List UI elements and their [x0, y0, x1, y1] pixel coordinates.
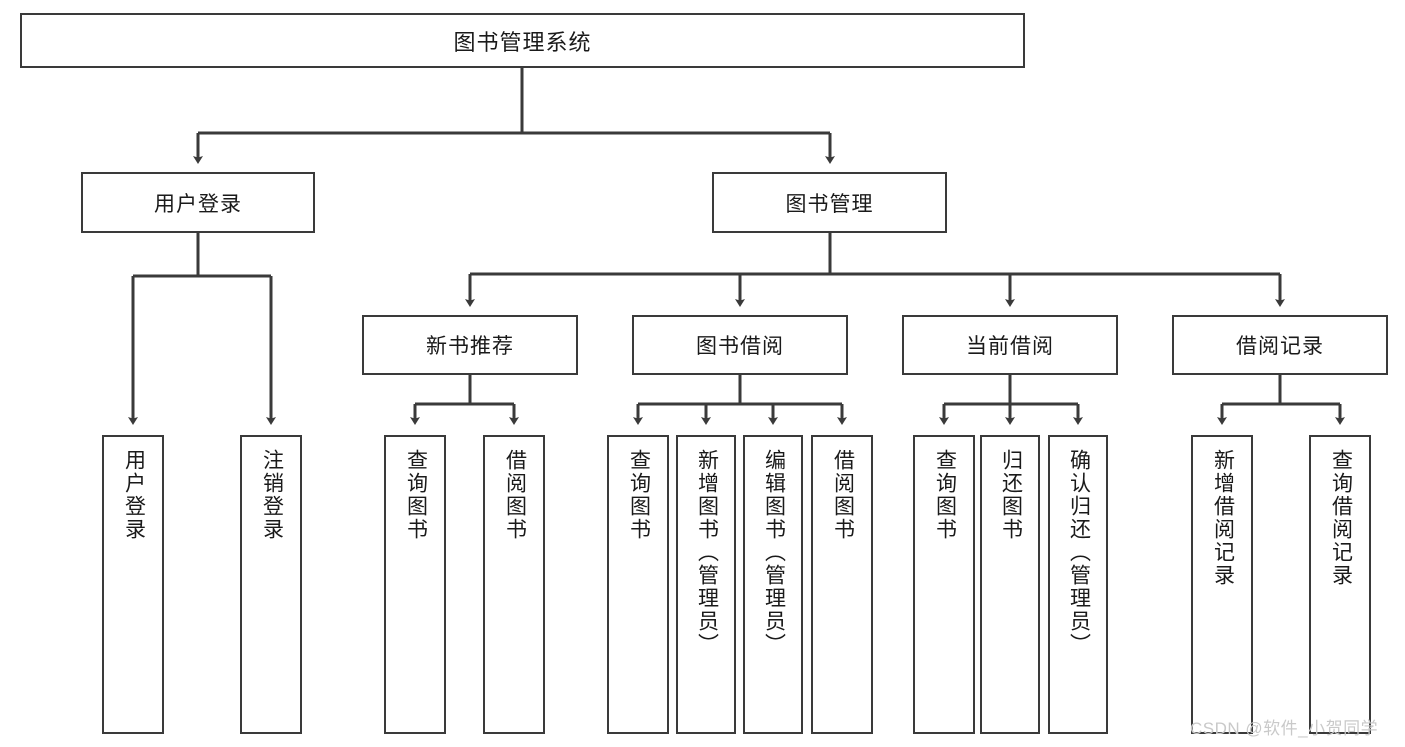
node-label: 用户登录: [122, 449, 146, 541]
node-leaf-return-book[interactable]: 归还图书: [980, 435, 1040, 734]
node-leaf-query-book-3[interactable]: 查询图书: [913, 435, 975, 734]
node-leaf-user-logout[interactable]: 注销登录: [240, 435, 302, 734]
node-label: 查询图书: [627, 449, 651, 541]
node-label: 借阅图书: [503, 449, 527, 541]
node-label: 借阅记录: [1236, 335, 1324, 358]
node-label: 查询图书: [404, 449, 428, 541]
node-label: 新书推荐: [426, 335, 514, 358]
node-book-manage[interactable]: 图书管理: [712, 172, 947, 233]
node-user-login[interactable]: 用户登录: [81, 172, 315, 233]
node-leaf-borrow-book-2[interactable]: 借阅图书: [811, 435, 873, 734]
node-label: 查询图书: [933, 449, 957, 541]
node-leaf-query-book-1[interactable]: 查询图书: [384, 435, 446, 734]
csdn-watermark: CSDN @软件_小贺同学: [1190, 719, 1379, 738]
node-label: 图书管理: [785, 192, 874, 216]
node-label: 归还图书: [999, 449, 1023, 541]
node-leaf-confirm-return[interactable]: 确认归还（管理员）: [1048, 435, 1108, 734]
node-current-borrow[interactable]: 当前借阅: [902, 315, 1118, 375]
node-label: 图书借阅: [696, 335, 784, 358]
node-label: 确认归还（管理员）: [1067, 449, 1091, 656]
node-leaf-add-record[interactable]: 新增借阅记录: [1191, 435, 1253, 734]
node-borrow-record[interactable]: 借阅记录: [1172, 315, 1388, 375]
node-label: 用户登录: [154, 192, 242, 216]
node-label: 新增借阅记录: [1211, 449, 1235, 587]
node-label: 新增图书（管理员）: [695, 449, 719, 656]
node-leaf-query-book-2[interactable]: 查询图书: [607, 435, 669, 734]
node-label: 查询借阅记录: [1329, 449, 1353, 587]
node-book-borrow[interactable]: 图书借阅: [632, 315, 848, 375]
node-leaf-edit-book[interactable]: 编辑图书（管理员）: [743, 435, 803, 734]
node-leaf-borrow-book-1[interactable]: 借阅图书: [483, 435, 545, 734]
node-leaf-add-book[interactable]: 新增图书（管理员）: [676, 435, 736, 734]
node-leaf-user-login[interactable]: 用户登录: [102, 435, 164, 734]
node-label: 当前借阅: [966, 335, 1054, 358]
node-label: 编辑图书（管理员）: [762, 449, 786, 656]
node-new-book-rec[interactable]: 新书推荐: [362, 315, 578, 375]
node-label: 图书管理系统: [453, 29, 592, 55]
node-root-system[interactable]: 图书管理系统: [20, 13, 1025, 68]
node-label: 注销登录: [260, 449, 284, 541]
node-label: 借阅图书: [831, 449, 855, 541]
node-leaf-query-record[interactable]: 查询借阅记录: [1309, 435, 1371, 734]
